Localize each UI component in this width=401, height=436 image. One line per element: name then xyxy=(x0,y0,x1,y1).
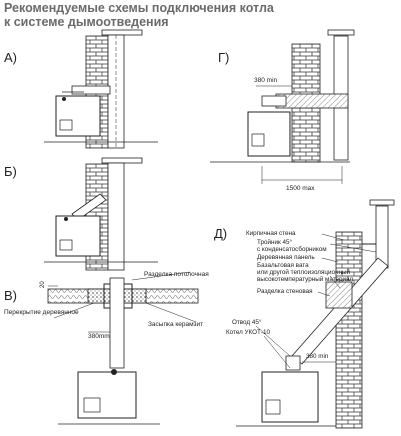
callout-tee-line1: Тройник 45° xyxy=(257,238,293,246)
callout-ceramsite: Засыпка керамзит xyxy=(148,321,203,328)
connector-pipe xyxy=(71,85,111,95)
callout-basalt-line3: высокотемпературный материал xyxy=(257,275,354,283)
panel-a-label: А) xyxy=(4,50,17,65)
boiler xyxy=(55,215,101,257)
panel-v-label: В) xyxy=(4,288,17,303)
flue-pipe xyxy=(109,277,125,369)
callout-brick-wall: Кирпичная стена xyxy=(246,230,296,237)
chimney-cap xyxy=(101,157,143,164)
page-title: Рекомендуемые схемы подключения котла к … xyxy=(4,1,274,29)
callout-basalt-line1: Базальтовая вата xyxy=(257,262,309,269)
panel-a: А) xyxy=(4,29,158,149)
panel-v: В) 20 380mm Разделка потолочная Перекрыт… xyxy=(4,271,209,425)
callout-ceiling-cut: Разделка потолочная xyxy=(144,271,209,278)
dim-380-min: 380 min xyxy=(254,77,278,84)
dim-20: 20 xyxy=(40,281,46,288)
chimney-cap xyxy=(101,29,143,36)
wall-pass-through xyxy=(275,93,349,109)
callout-wall-cut: Разделка стеновая xyxy=(257,288,313,295)
wall-cut xyxy=(325,281,353,309)
flue-pipe xyxy=(107,162,125,271)
callout-basalt-line2: или другой теплоизоляционный xyxy=(257,268,350,276)
chimney-cap xyxy=(327,29,355,36)
panel-g: Г) 380 min 1500 max xyxy=(210,29,355,192)
panel-d: Д) Кирпичная стена Тройник 45° с конденс… xyxy=(214,199,395,429)
panel-d-label: Д) xyxy=(214,226,227,241)
dim-380mm: 380mm xyxy=(88,333,110,340)
dim-1500-max: 1500 max xyxy=(286,185,315,192)
elbow-45 xyxy=(285,355,301,371)
callout-elbow: Отвод 45° xyxy=(232,318,262,326)
title-line-1: Рекомендуемые схемы подключения котла xyxy=(4,1,274,15)
title-line-2: к системе дымоотведения xyxy=(4,15,169,29)
panel-b-label: Б) xyxy=(4,164,17,179)
callout-wood-panel: Деревянная панель xyxy=(257,254,315,261)
panel-b: Б) xyxy=(4,157,158,271)
boiler xyxy=(55,95,101,137)
panel-g-label: Г) xyxy=(218,50,229,65)
brick-wall xyxy=(335,231,363,429)
callout-boiler: Котел УКОТ-10 xyxy=(226,329,271,336)
boiler xyxy=(261,371,319,423)
chimney-cap xyxy=(369,199,395,206)
callout-wood-floor: Перекрытие деревянное xyxy=(4,309,79,316)
dim-380-min-d: 380 min xyxy=(306,353,329,360)
connector-pipe xyxy=(261,95,287,107)
callout-tee-line2: с конденсатосборником xyxy=(257,245,327,253)
